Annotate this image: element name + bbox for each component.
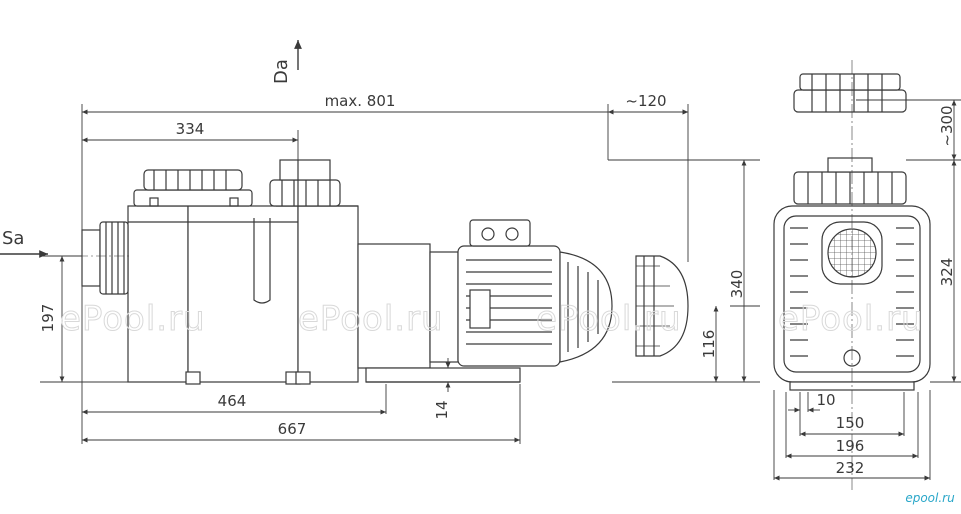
dim-foot-height: 14 (433, 400, 451, 419)
dim-foot-width-mid: 196 (836, 437, 865, 455)
dim-fan-clearance: ~120 (625, 92, 666, 110)
dim-lid-clearance: ~300 (938, 105, 956, 146)
dim-overall-base: 667 (278, 420, 307, 438)
dim-suction-height: 197 (39, 304, 57, 333)
dim-foot-width-small: 10 (816, 391, 835, 409)
strainer-lid (133, 169, 253, 207)
watermark-1: ePool.ru (60, 299, 206, 339)
watermark-4: ePool.ru (778, 299, 924, 339)
dim-total-length: max. 801 (325, 92, 396, 110)
label-discharge: Da (271, 59, 292, 84)
base-plate (365, 367, 521, 383)
watermark-2: ePool.ru (298, 299, 444, 339)
brand-logo: epool.ru (905, 491, 955, 505)
discharge-union (269, 159, 341, 207)
strainer-housing (127, 205, 301, 385)
dim-motor-axis: 116 (700, 330, 718, 359)
dim-foot-width-total: 232 (836, 459, 865, 477)
dim-strainer-length: 334 (176, 120, 205, 138)
flow-arrows (0, 40, 302, 258)
dim-total-height: 340 (728, 270, 746, 299)
fan-cover-clearance (635, 255, 689, 357)
watermark-3: ePool.ru (536, 299, 682, 339)
dim-base-length: 464 (218, 392, 247, 410)
end-view-lid-raised (793, 73, 907, 113)
dim-foot-width-inner: 150 (836, 414, 865, 432)
suction-union (81, 221, 129, 295)
label-suction: Sa (2, 228, 24, 249)
motor (357, 219, 613, 369)
dim-body-height: 324 (938, 258, 956, 287)
